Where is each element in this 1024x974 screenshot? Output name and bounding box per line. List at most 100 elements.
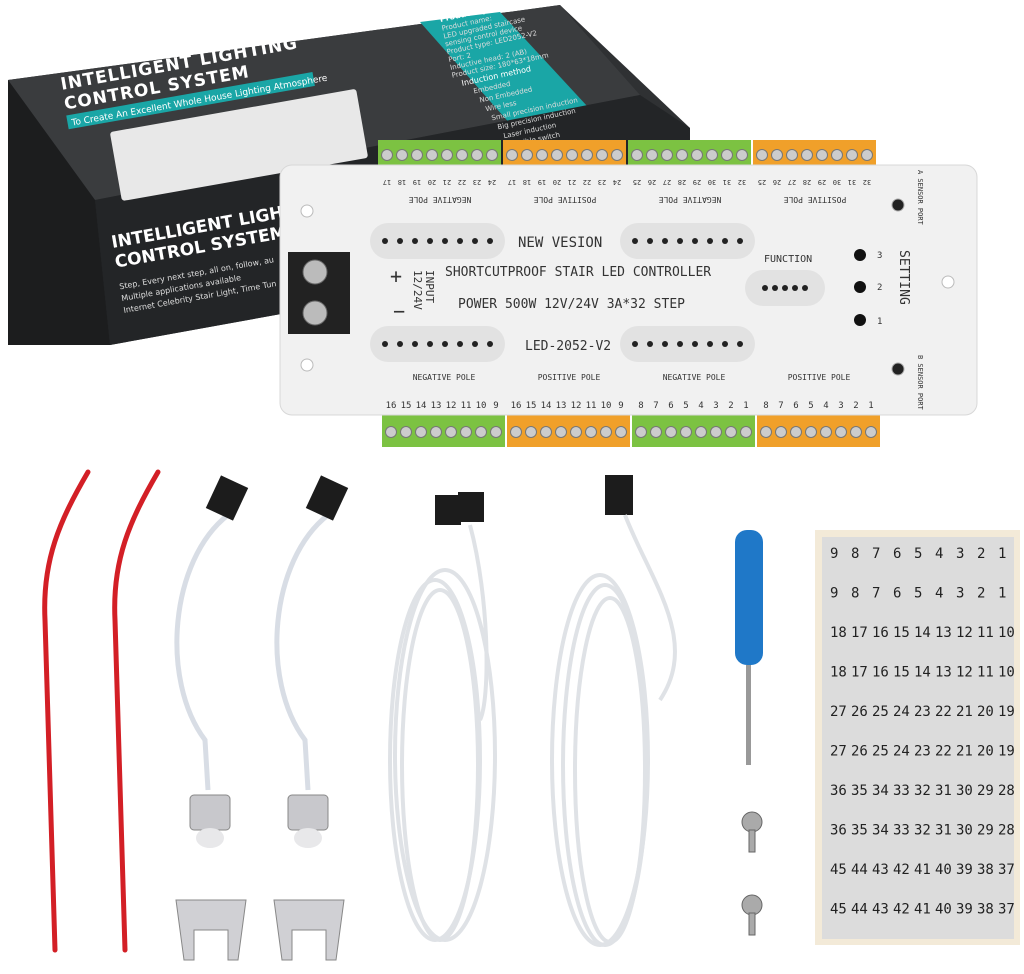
led-indicator [382,238,388,244]
terminal-screw[interactable] [415,426,427,438]
terminal-screw[interactable] [596,149,608,161]
terminal-screw[interactable] [846,149,858,161]
terminal-screw[interactable] [486,149,498,161]
terminal-screw[interactable] [760,426,772,438]
sticker-number: 36 [830,823,847,839]
terminal-screw[interactable] [631,149,643,161]
terminal-screw[interactable] [635,426,647,438]
sticker-number: 32 [914,783,931,799]
terminal-screw[interactable] [756,149,768,161]
terminal-screw[interactable] [521,149,533,161]
terminal-screw[interactable] [615,426,627,438]
terminal-screw[interactable] [460,426,472,438]
terminal-screw[interactable] [536,149,548,161]
terminal-screw[interactable] [835,426,847,438]
sticker-number: 27 [830,704,847,720]
terminal-screw[interactable] [611,149,623,161]
terminal-screw[interactable] [441,149,453,161]
terminal-screw[interactable] [445,426,457,438]
terminal-screw[interactable] [540,426,552,438]
sticker-number: 33 [893,783,910,799]
led-indicator [412,238,418,244]
setting-button-2[interactable] [854,281,866,293]
terminal-screw[interactable] [816,149,828,161]
led-indicator [487,341,493,347]
terminal-screw[interactable] [706,149,718,161]
terminal-screw[interactable] [471,149,483,161]
terminal-screw[interactable] [801,149,813,161]
terminal-screw[interactable] [456,149,468,161]
terminal-screw[interactable] [695,426,707,438]
led-indicator [722,238,728,244]
terminal-screw[interactable] [725,426,737,438]
sensor-a-label: A SENSOR PORT [916,170,924,226]
terminal-screw[interactable] [740,426,752,438]
terminal-screw[interactable] [510,426,522,438]
terminal-screw[interactable] [525,426,537,438]
terminal-screw[interactable] [736,149,748,161]
terminal-screw[interactable] [661,149,673,161]
terminal-screw[interactable] [790,426,802,438]
terminal-screw[interactable] [411,149,423,161]
led-indicator [707,341,713,347]
sticker-number: 10 [998,625,1015,641]
terminal-screw[interactable] [566,149,578,161]
terminal-screw[interactable] [786,149,798,161]
sensor-port-b[interactable] [891,362,905,376]
terminal-screw[interactable] [396,149,408,161]
terminal-screw[interactable] [721,149,733,161]
terminal-screw[interactable] [426,149,438,161]
input-voltage: 12/24V [411,270,424,310]
sticker-number: 5 [914,546,922,562]
terminal-screw[interactable] [555,426,567,438]
terminal-screw[interactable] [490,426,502,438]
sensor-port-a[interactable] [891,198,905,212]
terminal-screw[interactable] [581,149,593,161]
terminal-screw[interactable] [691,149,703,161]
terminal-screw[interactable] [381,149,393,161]
terminal-screw[interactable] [650,426,662,438]
terminal-screw[interactable] [771,149,783,161]
sticker-number: 23 [914,704,931,720]
terminal-number: 22 [583,178,591,186]
power-input-terminal[interactable] [288,252,350,334]
plus-sign: + [390,264,402,288]
terminal-screw[interactable] [831,149,843,161]
terminal-screw[interactable] [385,426,397,438]
sticker-number: 11 [977,665,994,681]
terminal-screw[interactable] [865,426,877,438]
terminal-screw[interactable] [646,149,658,161]
sticker-number: 9 [830,546,838,562]
terminal-screw[interactable] [400,426,412,438]
terminal-screw[interactable] [850,426,862,438]
sticker-number: 27 [830,744,847,760]
terminal-screw[interactable] [680,426,692,438]
sticker-number: 26 [851,744,868,760]
terminal-screw[interactable] [585,426,597,438]
model-number: LED-2052-V2 [525,339,611,354]
terminal-screw[interactable] [570,426,582,438]
terminal-screw[interactable] [676,149,688,161]
sticker-number: 24 [893,744,910,760]
terminal-screw[interactable] [665,426,677,438]
terminal-screw[interactable] [710,426,722,438]
sticker-number: 7 [872,586,880,602]
setting-label: SETTING [896,250,911,305]
terminal-screw[interactable] [475,426,487,438]
terminal-screw[interactable] [775,426,787,438]
terminal-screw[interactable] [805,426,817,438]
terminal-screw[interactable] [820,426,832,438]
terminal-screw[interactable] [430,426,442,438]
terminal-number: 24 [488,178,496,186]
terminal-screw[interactable] [506,149,518,161]
terminal-screw[interactable] [861,149,873,161]
terminal-number: 5 [808,401,813,411]
terminal-screw[interactable] [600,426,612,438]
terminal-number: 16 [511,401,522,411]
setting-button-1[interactable] [854,314,866,326]
setting-button-3[interactable] [854,249,866,261]
led-indicator [692,238,698,244]
button-number: 2 [877,283,882,293]
terminal-screw[interactable] [551,149,563,161]
